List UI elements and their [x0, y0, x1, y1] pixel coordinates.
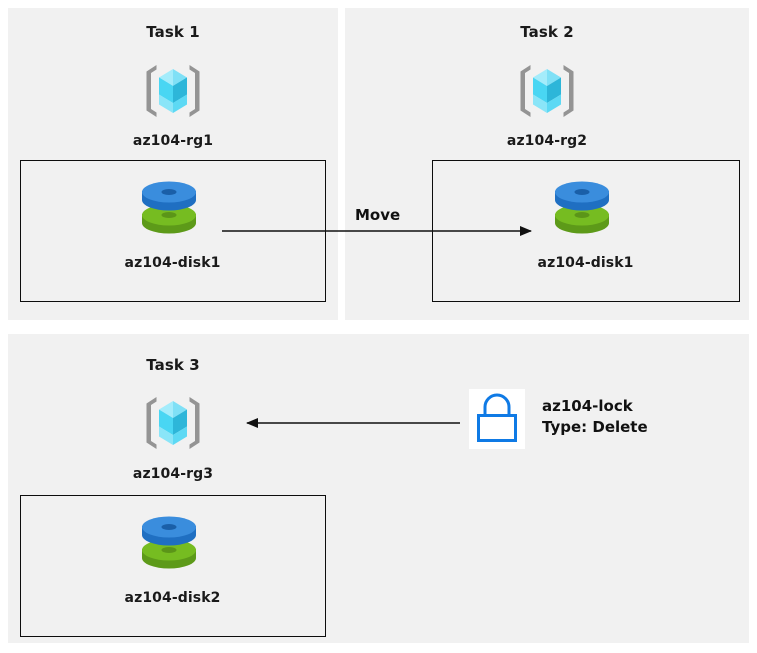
lock-icon — [469, 389, 525, 449]
task3-resource-box: az104-disk2 — [20, 495, 326, 637]
move-arrow-label: Move — [355, 206, 401, 224]
task3-title: Task 3 — [146, 356, 200, 374]
managed-disk-icon — [138, 514, 200, 572]
panel-task2: Task 2 az104-rg2 — [345, 8, 749, 320]
resource-group-icon — [142, 60, 204, 122]
task3-resource-group-label: az104-rg3 — [132, 466, 214, 482]
lock-type: Type: Delete — [542, 418, 648, 436]
task3-resource-label: az104-disk2 — [124, 590, 221, 606]
task1-resource-box: az104-disk1 — [20, 160, 326, 302]
managed-disk-icon — [551, 179, 613, 237]
task2-title: Task 2 — [520, 23, 574, 41]
lock-name: az104-lock — [542, 397, 633, 415]
resource-group-icon — [516, 60, 578, 122]
panel-task3: Task 3 az104-rg3 — [8, 334, 749, 643]
task1-resource-label: az104-disk1 — [124, 255, 221, 271]
lock-caption: az104-lock Type: Delete — [542, 396, 648, 438]
task2-resource-group-label: az104-rg2 — [506, 133, 588, 149]
task2-resource-label: az104-disk1 — [537, 255, 634, 271]
task2-resource-box: az104-disk1 — [432, 160, 740, 302]
task1-resource-group-label: az104-rg1 — [132, 133, 214, 149]
managed-disk-icon — [138, 179, 200, 237]
panel-task1: Task 1 — [8, 8, 338, 320]
resource-group-icon — [142, 392, 204, 454]
task1-title: Task 1 — [146, 23, 200, 41]
